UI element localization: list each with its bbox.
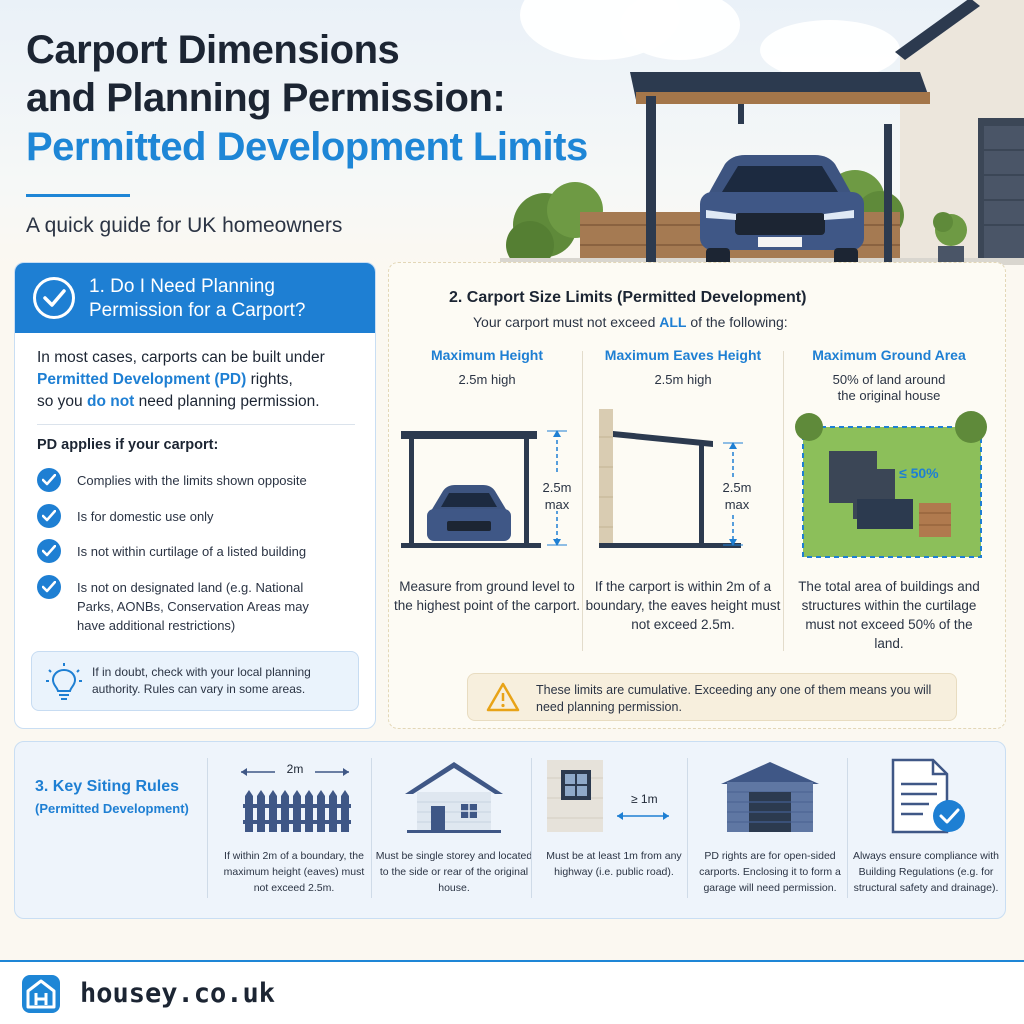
fence-icon: [241, 768, 351, 832]
divider: [37, 424, 355, 425]
section2-subtitle: Your carport must not exceed ALL of the …: [473, 314, 788, 330]
page-subtitle: A quick guide for UK homeowners: [26, 214, 343, 237]
conditions-heading: PD applies if your carport:: [37, 437, 219, 453]
footer: housey.co.uk: [0, 960, 1024, 1024]
divider: [371, 758, 372, 898]
check-icon: [37, 575, 61, 599]
divider: [847, 758, 848, 898]
check-icon: [37, 468, 61, 492]
brand-link[interactable]: housey.co.uk: [80, 978, 276, 1009]
lightbulb-icon: [46, 663, 82, 700]
housey-logo-icon: [22, 975, 60, 1013]
carport-hero-illustration: [500, 0, 1024, 265]
distance-label: 2m: [275, 762, 315, 776]
rule-boundary: 2m If within 2m of a boundary, the maxim…: [223, 762, 365, 894]
check-icon: [37, 539, 61, 563]
window-icon: [547, 760, 669, 832]
divider: [687, 758, 688, 898]
checkmark-circle-icon: [33, 277, 75, 319]
rule-building-regulations: Always ensure compliance with Building R…: [847, 742, 1005, 920]
divider: [582, 351, 583, 651]
eaves-height-diagram: [599, 409, 757, 548]
tip-text: If in doubt, check with your local plann…: [92, 665, 311, 696]
section-planning-permission: 1. Do I Need Planning Permission for a C…: [14, 262, 376, 729]
rule-open-sided: PD rights are for open-sided carports. E…: [691, 742, 849, 920]
warning-text: These limits are cumulative. Exceeding a…: [536, 683, 932, 714]
hero-banner: Carport Dimensions and Planning Permissi…: [0, 0, 1024, 265]
divider: [783, 351, 784, 651]
section1-title: 1. Do I Need Planning Permission for a C…: [89, 276, 306, 321]
document-check-icon: [891, 758, 965, 834]
tip-box: If in doubt, check with your local plann…: [31, 651, 359, 711]
page-title: Carport Dimensions and Planning Permissi…: [26, 28, 588, 169]
house-icon: [405, 762, 503, 833]
divider: [531, 758, 532, 898]
area-percentage-label: ≤ 50%: [899, 465, 939, 481]
ground-area-plan-icon: [795, 411, 987, 558]
section1-header: 1. Do I Need Planning Permission for a C…: [15, 263, 375, 333]
distance-label: ≥ 1m: [631, 792, 658, 806]
rule-highway-distance: ≥ 1m Must be at least 1m from any highwa…: [535, 742, 693, 920]
rule-single-storey: Must be single storey and located to the…: [375, 742, 533, 920]
garage-icon: [721, 762, 819, 832]
section-siting-rules: 3. Key Siting Rules (Permitted Developme…: [14, 741, 1006, 919]
section-size-limits: 2. Carport Size Limits (Permitted Develo…: [388, 262, 1006, 729]
check-icon: [37, 504, 61, 528]
title-underline: [26, 194, 130, 197]
section2-title: 2. Carport Size Limits (Permitted Develo…: [449, 289, 807, 306]
section3-title: 3. Key Siting Rules (Permitted Developme…: [35, 778, 189, 816]
warning-box: These limits are cumulative. Exceeding a…: [467, 673, 957, 721]
section1-intro: In most cases, carports can be built und…: [37, 349, 325, 410]
carport-height-diagram: [401, 430, 573, 548]
divider: [207, 758, 208, 898]
warning-icon: [486, 682, 520, 712]
